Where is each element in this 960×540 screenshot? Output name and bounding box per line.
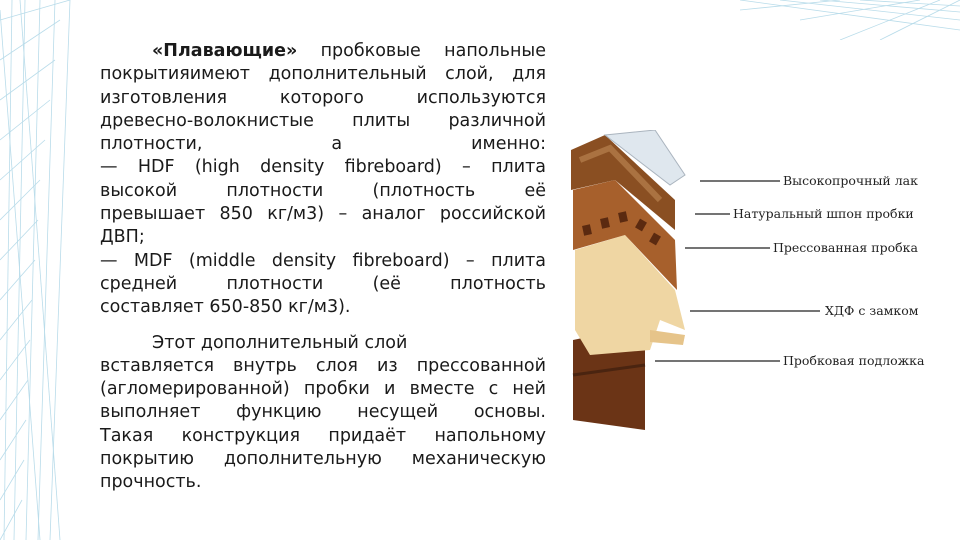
text-line: пробковые напольные [297, 41, 546, 61]
label-cork-underlay: Пробковая подложка [783, 353, 925, 368]
label-hdf-with-lock: ХДФ с замком [825, 303, 919, 318]
wireframe-decoration-left [0, 0, 71, 540]
label-pressed-cork: Прессованная пробка [773, 240, 918, 255]
text-line: средней плотности (её плотность [100, 273, 546, 294]
hdf-layer [575, 235, 685, 355]
text-line: прочность. [100, 472, 202, 493]
label-natural-cork-veneer: Натуральный шпон пробки [733, 206, 914, 221]
text-line: вставляется внутрь слоя из прессованной [100, 355, 546, 376]
varnish-layer [603, 129, 686, 186]
cork-floor-layers-figure: Высокопрочный лак Натуральный шпон пробк… [565, 129, 955, 460]
text-line: покрытияимеют дополнительный слой, для [100, 64, 546, 85]
text-line: плотности, а именно: [100, 134, 546, 155]
text-line: превышает 850 кг/м3) – аналог российской [100, 204, 546, 225]
text-line: изготовления которого используются [100, 87, 546, 108]
bold-lead: «Плавающие» [152, 41, 298, 61]
text-line: составляет 650-850 кг/м3). [100, 297, 351, 318]
text-line: Такая конструкция придаёт напольному [100, 425, 546, 446]
text-line: покрытию дополнительную механическую [100, 449, 546, 470]
text-line: ДВП; [100, 227, 145, 248]
pressed-cork-layer [573, 180, 677, 290]
text-line: Этот дополнительный слой [152, 332, 408, 353]
text-line: (агломерированной) пробки и вместе с ней [100, 379, 546, 400]
text-line: древесно-волокнистые плиты различной [100, 110, 546, 131]
main-text: «Плавающие» пробковые напольные покрытия… [100, 40, 546, 495]
text-line: выполняет функцию несущей основы. [100, 402, 546, 423]
wireframe-decoration-top [740, 0, 960, 40]
layers-illustration [571, 129, 820, 430]
paragraph-floating-cork: «Плавающие» пробковые напольные покрытия… [100, 40, 546, 320]
paragraph-construction: Этот дополнительный слой вставляется вну… [100, 332, 546, 495]
label-high-strength-varnish: Высокопрочный лак [783, 173, 918, 188]
text-line: высокой плотности (плотность её [100, 180, 546, 201]
text-line: — HDF (high density fibreboard) – плита [100, 157, 546, 178]
veneer-layer [571, 135, 675, 230]
text-line: — MDF (middle density fibreboard) – плит… [100, 250, 546, 271]
